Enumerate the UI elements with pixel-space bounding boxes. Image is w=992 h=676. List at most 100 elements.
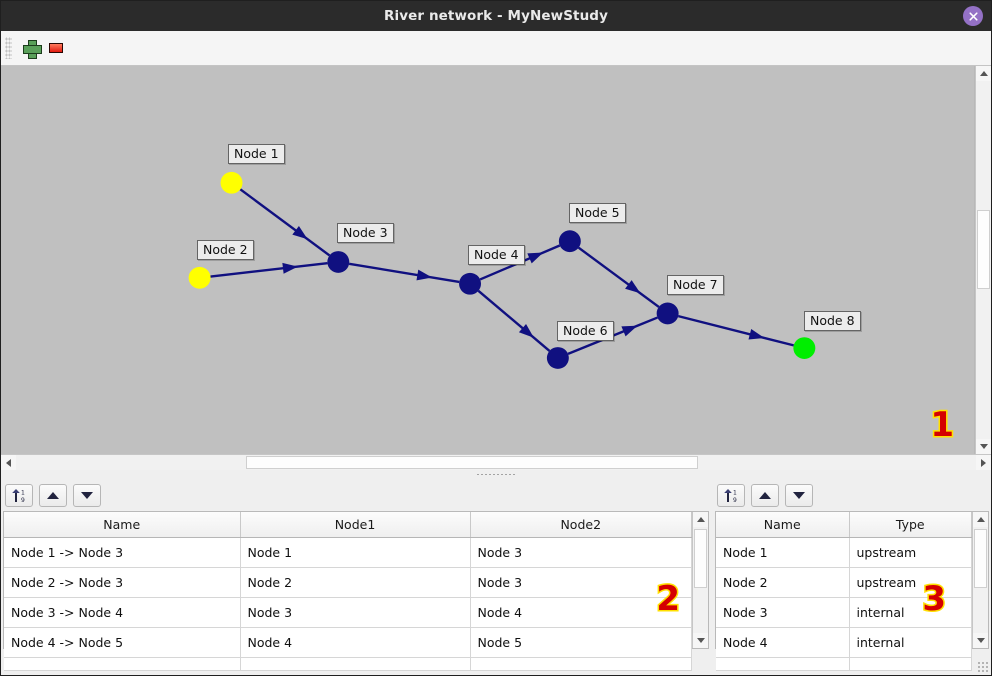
node-label[interactable]: Node 3 xyxy=(337,223,394,244)
pane-separator[interactable] xyxy=(711,479,713,675)
table-cell[interactable]: Node 3 xyxy=(470,537,692,568)
node-label[interactable]: Node 1 xyxy=(228,144,285,165)
network-canvas[interactable]: Node 1 Node 2 Node 3 Node 4 Node 5 Node 6 Node… xyxy=(1,66,975,454)
table-cell[interactable]: Node 2 xyxy=(716,567,850,598)
scroll-down-button[interactable] xyxy=(976,439,991,454)
table-cell[interactable] xyxy=(849,657,972,671)
node-label[interactable]: Node 2 xyxy=(197,240,254,261)
node-label[interactable]: Node 5 xyxy=(569,203,626,224)
column-header[interactable]: Type xyxy=(849,512,972,538)
table-cell[interactable]: Node 1 -> Node 3 xyxy=(4,537,241,568)
graph-edge[interactable] xyxy=(577,246,660,308)
table-cell[interactable]: Node 2 -> Node 3 xyxy=(4,567,241,598)
node-label[interactable]: Node 8 xyxy=(804,311,861,332)
graph-node[interactable] xyxy=(793,337,816,359)
remove-node-button[interactable] xyxy=(43,35,69,61)
node-label[interactable]: Node 7 xyxy=(667,275,724,296)
links-scroll-track[interactable] xyxy=(693,527,708,633)
add-node-button[interactable] xyxy=(17,35,43,61)
graph-node[interactable] xyxy=(188,266,211,289)
links-sort-button[interactable]: 1 9 xyxy=(5,483,33,507)
table-cell[interactable]: Node 2 xyxy=(240,567,471,598)
scroll-thumb-horizontal[interactable] xyxy=(246,456,698,469)
table-cell[interactable]: Node 3 xyxy=(240,597,471,628)
pane-splitter[interactable] xyxy=(1,470,991,479)
column-header[interactable]: Node1 xyxy=(240,512,471,538)
window-title: River network - MyNewStudy xyxy=(384,8,608,24)
nodes-sort-button[interactable]: 1 9 xyxy=(717,483,745,507)
links-vertical-scrollbar[interactable] xyxy=(692,512,708,648)
graph-edge[interactable] xyxy=(239,188,331,257)
table-cell[interactable]: Node 3 xyxy=(716,597,850,628)
nodes-scroll-thumb[interactable] xyxy=(974,529,987,589)
scroll-track-vertical[interactable] xyxy=(976,81,991,439)
nodes-vertical-scrollbar[interactable] xyxy=(972,512,988,648)
nodes-scroll-up-button[interactable] xyxy=(973,512,988,527)
graph-vertical-scrollbar[interactable] xyxy=(975,66,991,454)
toolbar-drag-handle[interactable] xyxy=(5,37,12,59)
table-cell[interactable]: Node 1 xyxy=(716,537,850,568)
node-label[interactable]: Node 4 xyxy=(468,245,525,266)
links-move-down-button[interactable] xyxy=(73,483,101,507)
graph-node[interactable] xyxy=(459,272,482,295)
nodes-scroll-track[interactable] xyxy=(973,527,988,633)
table-cell[interactable]: internal xyxy=(849,597,972,628)
close-icon[interactable] xyxy=(963,6,983,26)
scroll-up-button[interactable] xyxy=(976,66,991,81)
table-cell[interactable]: Node 4 -> Node 5 xyxy=(4,627,241,658)
nodes-scroll-down-button[interactable] xyxy=(973,633,988,648)
table-cell[interactable]: Node 4 xyxy=(470,597,692,628)
links-scroll-up-button[interactable] xyxy=(693,512,708,527)
table-cell[interactable]: Node 5 xyxy=(470,627,692,658)
graph-node[interactable] xyxy=(656,302,679,325)
table-cell[interactable]: internal xyxy=(849,627,972,658)
column-header[interactable]: Name xyxy=(4,512,241,538)
graph-node[interactable] xyxy=(327,251,350,273)
table-cell[interactable]: Node 3 xyxy=(470,567,692,598)
graph-node[interactable] xyxy=(220,171,243,194)
graph-edge[interactable] xyxy=(477,289,551,352)
scroll-thumb-vertical[interactable] xyxy=(977,209,990,289)
column-header[interactable]: Name xyxy=(716,512,850,538)
scroll-track-horizontal[interactable] xyxy=(16,455,976,470)
graph-edge[interactable] xyxy=(677,314,795,347)
links-move-up-button[interactable] xyxy=(39,483,67,507)
table-cell[interactable]: upstream xyxy=(849,567,972,598)
table-cell[interactable] xyxy=(716,657,850,671)
nodes-move-up-button[interactable] xyxy=(751,483,779,507)
table-row[interactable] xyxy=(716,657,972,671)
table-cell[interactable] xyxy=(4,657,241,671)
graph-edge[interactable] xyxy=(210,262,328,278)
table-row[interactable] xyxy=(4,657,692,671)
scroll-left-button[interactable] xyxy=(1,455,16,470)
table-cell[interactable]: Node 4 xyxy=(716,627,850,658)
node-label[interactable]: Node 6 xyxy=(557,321,614,342)
table-cell[interactable] xyxy=(470,657,692,671)
column-header[interactable]: Node2 xyxy=(470,512,692,538)
graph-node[interactable] xyxy=(546,347,569,369)
table-cell[interactable]: Node 4 xyxy=(240,627,471,658)
scroll-right-button[interactable] xyxy=(976,455,991,470)
table-cell[interactable]: Node 1 xyxy=(240,537,471,568)
links-scroll-thumb[interactable] xyxy=(694,529,707,589)
nodes-move-down-button[interactable] xyxy=(785,483,813,507)
table-cell[interactable]: Node 3 -> Node 4 xyxy=(4,597,241,628)
graph-horizontal-scrollbar[interactable] xyxy=(1,454,991,470)
links-scroll-down-button[interactable] xyxy=(693,633,708,648)
window-resize-grip[interactable] xyxy=(977,661,989,673)
table-cell[interactable] xyxy=(240,657,471,671)
graph-node[interactable] xyxy=(558,230,581,253)
graph-edge[interactable] xyxy=(348,262,460,284)
table-cell[interactable]: upstream xyxy=(849,537,972,568)
